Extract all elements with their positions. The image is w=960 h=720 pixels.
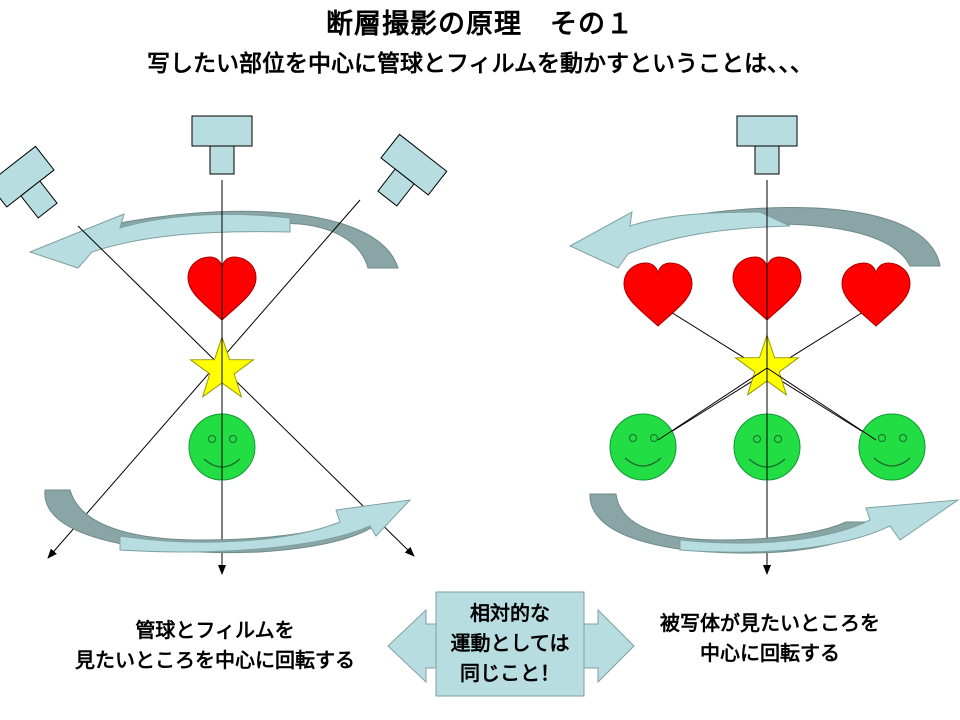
- xray-tube-right: [363, 133, 448, 218]
- xray-tube-top: [191, 115, 253, 175]
- smiley-face-icon-left: [609, 413, 677, 481]
- left-caption-line-1: 管球とフィルムを: [135, 618, 295, 642]
- double-arrow-equivalence: [387, 591, 635, 697]
- left-caption: 管球とフィルムを 見たいところを中心に回転する: [20, 615, 410, 675]
- center-note-line-1: 相対的な: [470, 601, 550, 625]
- left-caption-line-2: 見たいところを中心に回転する: [75, 648, 355, 672]
- right-caption: 被写体が見たいところを 中心に回転する: [600, 608, 940, 668]
- xray-tube-left: [0, 145, 72, 230]
- page-subtitle: 写したい部位を中心に管球とフィルムを動かすということは、、、: [146, 51, 814, 77]
- heart-icon-left: [623, 262, 693, 327]
- rotation-arrow-bottom-right: [589, 493, 960, 554]
- xray-tube-fixed: [736, 115, 798, 175]
- rotation-arrow-bottom-left: [44, 489, 412, 554]
- rotation-arrow-top-left: [28, 210, 399, 269]
- smiley-face-icon-right: [858, 413, 926, 481]
- rotation-arrow-top-right: [568, 207, 941, 269]
- heart-icon-right: [841, 262, 911, 327]
- page-title: 断層撮影の原理 その１: [326, 9, 634, 40]
- center-note-line-2: 運動としては: [450, 631, 570, 655]
- center-note: 相対的な 運動としては 同じこと！: [436, 598, 584, 688]
- right-caption-line-2: 中心に回転する: [700, 641, 840, 665]
- center-note-line-3: 同じこと！: [460, 661, 560, 685]
- right-caption-line-1: 被写体が見たいところを: [660, 611, 880, 635]
